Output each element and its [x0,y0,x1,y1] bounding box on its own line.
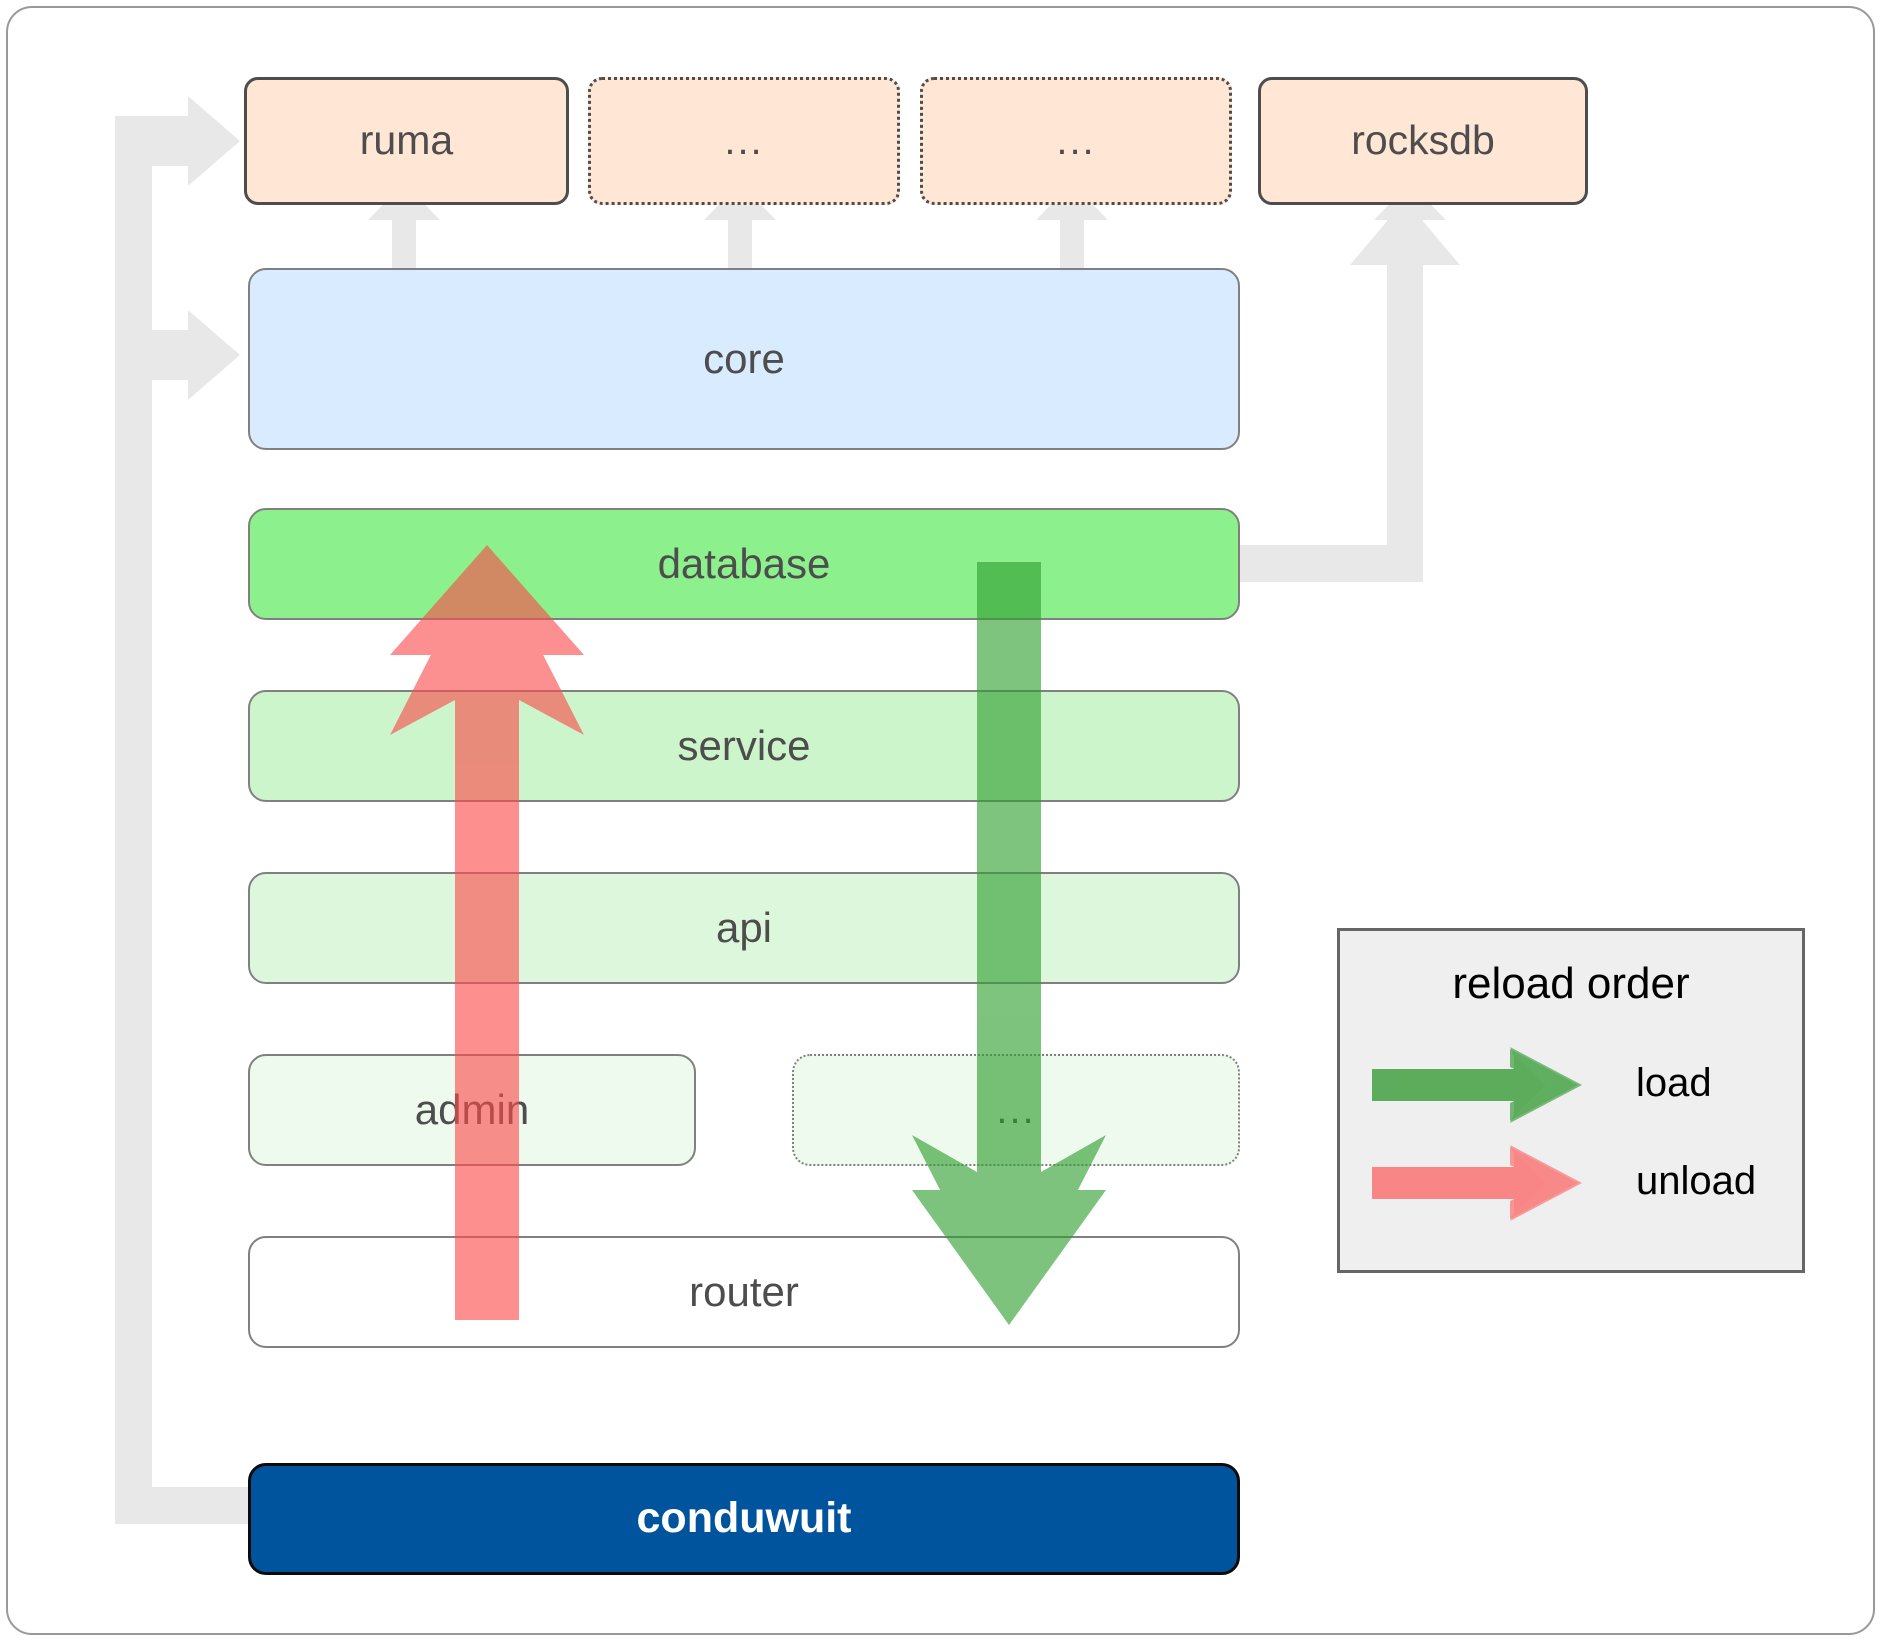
legend-label-load: load [1636,1061,1712,1105]
node-layer-placeholder-label: ... [996,1088,1036,1132]
node-library-placeholder-1-label: ... [724,119,764,163]
node-api-label: api [715,903,773,951]
node-layer-placeholder[interactable]: ... [792,1054,1240,1166]
node-ruma-label: ruma [359,117,454,164]
legend-unload-arrow-icon [1372,1145,1582,1221]
node-router[interactable]: router [248,1236,1240,1348]
legend-title: reload order [1452,959,1690,1008]
node-service[interactable]: service [248,690,1240,802]
node-rocksdb-label: rocksdb [1351,117,1495,164]
node-admin-label: admin [414,1085,530,1133]
node-ruma[interactable]: ruma [244,77,569,205]
node-database[interactable]: database [248,508,1240,620]
node-core-label: core [703,334,785,382]
node-core[interactable]: core [248,268,1240,450]
legend-arrow-icons [1372,1047,1582,1221]
node-conduwuit-label: conduwuit [636,1494,852,1543]
node-service-label: service [677,721,811,769]
node-conduwuit[interactable]: conduwuit [248,1463,1240,1575]
node-router-label: router [689,1267,799,1315]
node-api[interactable]: api [248,872,1240,984]
node-rocksdb[interactable]: rocksdb [1258,77,1588,205]
node-library-placeholder-2-label: ... [1056,119,1096,163]
node-database-label: database [657,539,831,587]
node-library-placeholder-2[interactable]: ... [920,77,1232,205]
node-admin[interactable]: admin [248,1054,696,1166]
legend-load-arrow-icon [1372,1047,1582,1123]
legend-label-unload: unload [1636,1159,1757,1203]
legend-panel: reload order load unload [1337,928,1805,1273]
node-library-placeholder-1[interactable]: ... [588,77,900,205]
